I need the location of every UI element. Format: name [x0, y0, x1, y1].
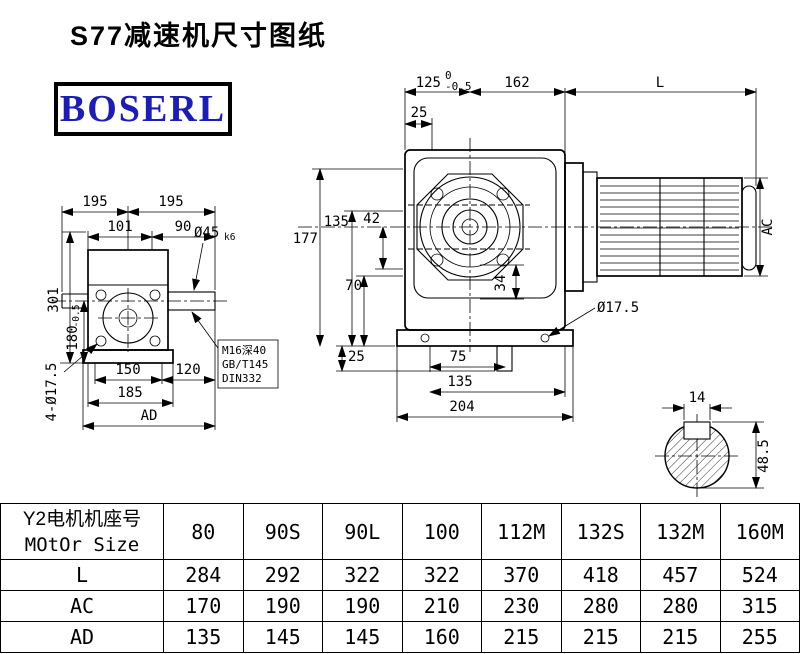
dim-180-label: 180	[65, 325, 81, 350]
main-view: 125 0 -0.5 162 L 25 177 135 42 70 25	[293, 69, 776, 422]
dim-value-cell: 292	[242, 559, 323, 591]
dim-204-label: 204	[449, 399, 474, 415]
dim-70-label: 70	[345, 278, 362, 294]
table-header-en: MOtOr Size	[24, 533, 140, 556]
dim-value-cell: 215	[560, 621, 641, 653]
thread-note-box: M16深40 GB/T145 DIN332	[191, 311, 279, 389]
dim-42-label: 42	[363, 211, 380, 227]
dim-value-cell: 135	[163, 621, 244, 653]
dim-value-cell: 280	[640, 590, 721, 622]
dim-value-cell: 457	[640, 559, 721, 591]
motor-size-table: Y2电机机座号 MOtOr Size 80 90S 90L 100 112M 1…	[0, 503, 800, 653]
side-view-dimensions: 195 195 101 90 Ø45 k6 301 180 -0.5 4-Ø17…	[44, 194, 236, 430]
size-col-header: 132M	[640, 503, 721, 560]
main-view-dimensions: 125 0 -0.5 162 L 25 177 135 42 70 25	[293, 69, 776, 422]
thread-note-line3: DIN332	[222, 372, 262, 385]
dim-value-cell: 145	[242, 621, 323, 653]
dim-101-label: 101	[107, 219, 132, 235]
dim-AD-label: AD	[141, 408, 158, 424]
dim-d175-label: Ø17.5	[597, 300, 639, 316]
thread-note-line2: GB/T145	[222, 358, 268, 371]
dim-195-left-label: 195	[82, 194, 107, 210]
dim-value-cell: 370	[481, 559, 562, 591]
table-header-cn: Y2电机机座号	[22, 508, 142, 530]
size-col-header: 80	[163, 503, 244, 560]
dim-90-label: 90	[175, 219, 192, 235]
dim-301-label: 301	[46, 287, 62, 312]
side-view: 195 195 101 90 Ø45 k6 301 180 -0.5 4-Ø17…	[44, 194, 279, 430]
dim-485-label: 48.5	[756, 439, 772, 473]
size-col-header: 90S	[242, 503, 323, 560]
dim-value-cell: 170	[163, 590, 244, 622]
dim-value-cell: 280	[560, 590, 641, 622]
dim-value-cell: 190	[242, 590, 323, 622]
dim-135-bottom-label: 135	[447, 374, 472, 390]
row-label-L: L	[0, 559, 164, 591]
dim-value-cell: 215	[481, 621, 562, 653]
dim-value-cell: 322	[322, 559, 403, 591]
dimension-drawing: 125 0 -0.5 162 L 25 177 135 42 70 25	[44, 69, 776, 500]
dim-180-tol-label: -0.5	[71, 305, 82, 328]
dim-14-label: 14	[689, 390, 706, 406]
dim-25-left-label: 25	[348, 349, 365, 365]
gearbox-housing-outline	[396, 149, 574, 372]
dim-d45-tol-label: k6	[224, 232, 236, 243]
motor-fins	[600, 185, 739, 271]
dim-value-cell: 215	[640, 621, 721, 653]
page-title: S77减速机尺寸图纸	[70, 21, 328, 51]
table-row-AD: AD 135 145 145 160 215 215 215 255	[0, 621, 800, 653]
logo-box: BOSERL	[54, 82, 232, 136]
dim-120-label: 120	[175, 362, 200, 378]
row-label-AC: AC	[0, 590, 164, 622]
dim-value-cell: 190	[322, 590, 403, 622]
dim-125-tol-top: 0	[445, 69, 452, 82]
dim-value-cell: 322	[401, 559, 482, 591]
dim-34-label: 34	[493, 275, 509, 292]
dim-125-tol-bottom: -0.5	[445, 80, 472, 93]
keyway-slot	[683, 421, 711, 440]
dim-162-label: 162	[504, 75, 529, 91]
dim-value-cell: 230	[481, 590, 562, 622]
dim-value-cell: 315	[719, 590, 800, 622]
dim-value-cell: 524	[719, 559, 800, 591]
size-col-header: 100	[401, 503, 482, 560]
dim-25-top-label: 25	[411, 105, 428, 121]
dim-value-cell: 145	[322, 621, 403, 653]
table-row-L: L 284 292 322 322 370 418 457 524	[0, 559, 800, 591]
table-header-cell: Y2电机机座号 MOtOr Size	[0, 503, 164, 560]
centerlines	[298, 138, 772, 352]
dim-d45-label: Ø45	[194, 225, 219, 241]
dim-75-label: 75	[450, 349, 467, 365]
dim-150-label: 150	[115, 362, 140, 378]
dim-195-right-label: 195	[158, 194, 183, 210]
table-row-AC: AC 170 190 190 210 230 280 280 315	[0, 590, 800, 622]
dim-L-label: L	[656, 75, 664, 91]
thread-note-line1: M16深40	[222, 344, 266, 357]
size-col-header: 160M	[719, 503, 800, 560]
dim-177-label: 177	[293, 231, 318, 247]
dim-125-label: 125	[416, 75, 441, 91]
size-col-header: 112M	[481, 503, 562, 560]
dim-185-label: 185	[117, 385, 142, 401]
dim-value-cell: 210	[401, 590, 482, 622]
dim-4xd175-label: 4-Ø17.5	[44, 362, 60, 421]
dim-value-cell: 255	[719, 621, 800, 653]
size-col-header: 90L	[322, 503, 403, 560]
logo-text: BOSERL	[59, 88, 227, 130]
dim-135-left-label: 135	[324, 214, 349, 230]
dim-value-cell: 160	[401, 621, 482, 653]
row-label-AD: AD	[0, 621, 164, 653]
dim-AC-label: AC	[760, 219, 776, 236]
size-col-header: 132S	[560, 503, 641, 560]
shaft-detail-view: 14 48.5	[655, 390, 772, 500]
dim-value-cell: 284	[163, 559, 244, 591]
dim-value-cell: 418	[560, 559, 641, 591]
table-header-row: Y2电机机座号 MOtOr Size 80 90S 90L 100 112M 1…	[0, 503, 800, 560]
